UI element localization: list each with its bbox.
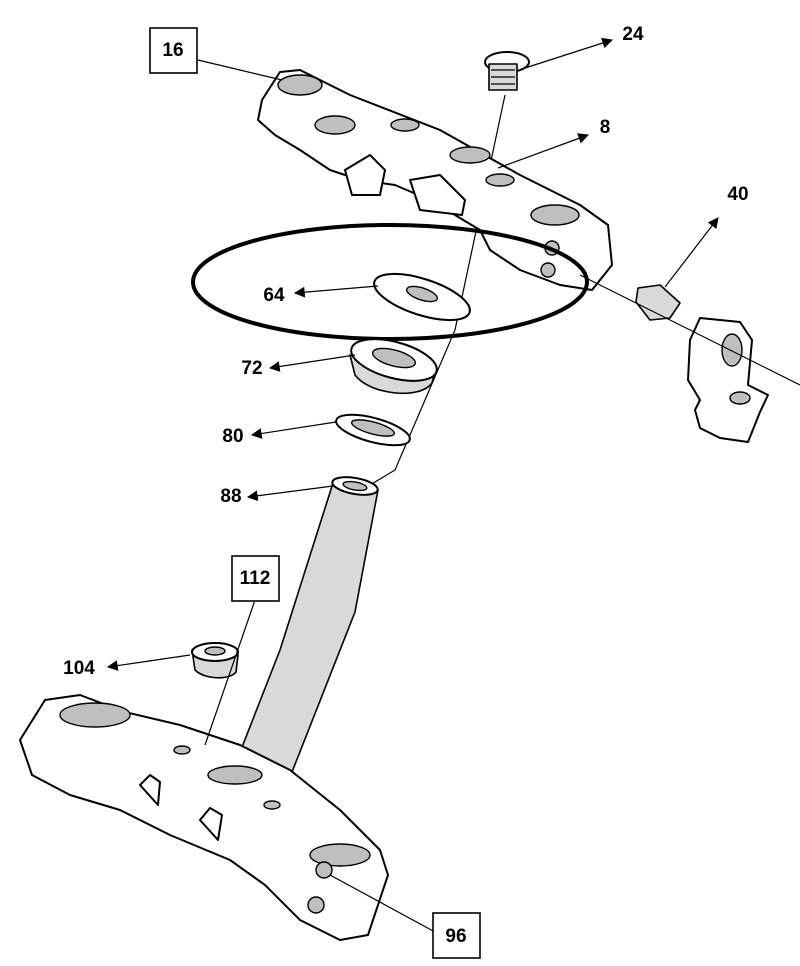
callout-label-24: 24 [622,24,644,45]
highlight-ring [191,223,589,341]
leader-104 [106,654,191,671]
bushing-104 [191,642,239,679]
callout-label-40: 40 [727,184,748,205]
washer-64 [373,272,471,322]
leader-64 [293,285,379,298]
callout-label-96: 96 [445,926,466,947]
callout-box-16 [149,27,198,74]
callout-label-80: 80 [222,426,243,447]
leader-40 [664,217,719,288]
callout-label-88: 88 [220,486,241,507]
leader-16 [197,59,283,81]
callout-label-112: 112 [240,568,271,589]
top-bolt [484,51,530,91]
lower-triple-clamp [19,694,389,941]
steering-stem-88 [234,476,379,779]
callout-label-64: 64 [263,285,285,306]
leader-24 [524,37,614,69]
leader-80 [250,421,337,439]
callout-label-16: 16 [162,40,183,61]
callout-label-8: 8 [600,117,611,138]
bracket-with-pin [635,284,769,443]
leader-40-axis [579,274,800,386]
bearing-72 [349,338,438,395]
leader-72 [268,354,356,372]
upper-triple-clamp [257,69,613,291]
leader-96 [329,874,436,933]
seal-80 [335,413,411,447]
callout-label-72: 72 [241,358,262,379]
callout-box-112 [231,555,280,602]
leader-88 [246,485,334,502]
callout-label-104: 104 [63,658,95,679]
callout-box-96 [432,912,481,959]
leader-112 [204,599,256,746]
leader-8 [497,133,590,169]
